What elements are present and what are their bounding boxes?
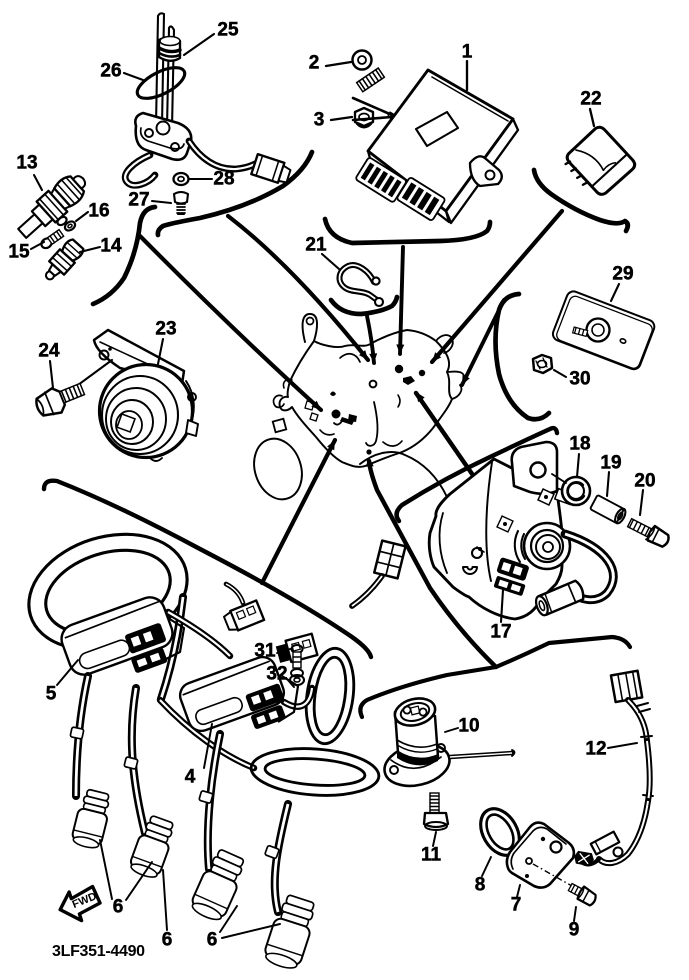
svg-text:30: 30: [569, 369, 590, 390]
svg-text:21: 21: [305, 235, 327, 256]
svg-text:4: 4: [185, 767, 196, 788]
svg-text:24: 24: [38, 341, 60, 362]
svg-text:5: 5: [46, 684, 57, 705]
svg-text:12: 12: [585, 739, 606, 760]
svg-text:23: 23: [155, 319, 176, 340]
svg-text:17: 17: [490, 622, 511, 643]
svg-text:14: 14: [100, 236, 122, 257]
svg-text:3: 3: [314, 110, 325, 131]
svg-text:8: 8: [475, 875, 486, 896]
svg-text:7: 7: [511, 895, 522, 916]
svg-text:18: 18: [569, 434, 590, 455]
svg-text:22: 22: [580, 89, 601, 110]
svg-text:27: 27: [128, 190, 149, 211]
svg-text:1: 1: [462, 42, 473, 63]
svg-text:19: 19: [600, 453, 621, 474]
svg-text:25: 25: [217, 20, 239, 41]
svg-text:32: 32: [266, 664, 287, 685]
svg-text:16: 16: [88, 201, 109, 222]
svg-text:31: 31: [254, 641, 276, 662]
svg-text:3LF351-4490: 3LF351-4490: [52, 943, 145, 960]
svg-text:26: 26: [100, 61, 121, 82]
svg-text:2: 2: [309, 53, 320, 74]
svg-text:29: 29: [612, 264, 633, 285]
svg-text:6: 6: [162, 930, 173, 951]
svg-text:6: 6: [113, 897, 124, 918]
svg-text:13: 13: [16, 153, 37, 174]
svg-text:15: 15: [8, 242, 30, 263]
svg-text:11: 11: [421, 845, 442, 866]
svg-text:10: 10: [458, 716, 479, 737]
svg-text:20: 20: [634, 471, 655, 492]
svg-text:9: 9: [569, 920, 580, 941]
svg-text:6: 6: [207, 930, 218, 951]
svg-text:28: 28: [213, 169, 234, 190]
